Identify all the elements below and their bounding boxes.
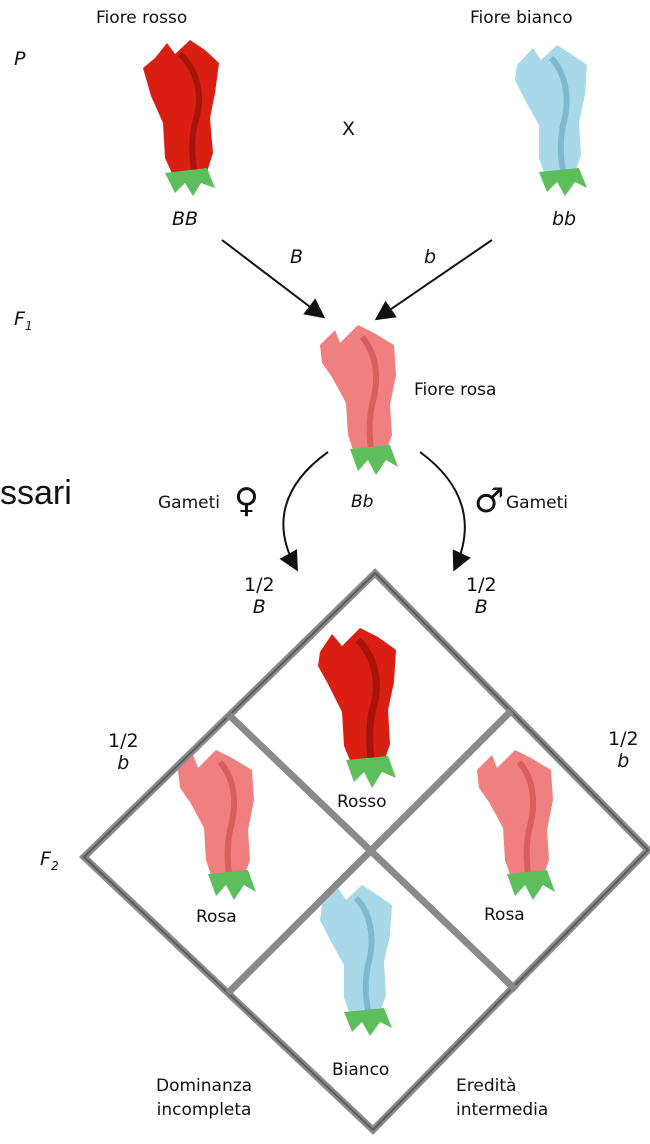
cell-right-label: Rosa [484,905,525,925]
f2-white-flower [320,885,392,1036]
generation-f1: F1 [14,308,33,333]
punnett-square [78,568,650,1135]
arrow-female-gametes [279,451,329,572]
male-symbol-icon: ♂ [474,481,505,521]
f1-genotype: Bb [351,492,374,512]
f1-flower-label: Fiore rosa [414,380,497,400]
arrow-male-gametes [419,451,471,572]
f2-red-flower [318,628,396,788]
arrow-red-to-f1 [221,239,326,319]
red-parent-flower [143,40,219,196]
f2-right-pink-flower [477,750,555,900]
side-text-fragment: ssari [0,474,72,512]
arrow-white-to-f1 [374,239,493,321]
red-flower-title: Fiore rosso [96,8,188,28]
cell-left-label: Rosa [196,907,237,927]
white-parent-flower [515,45,587,196]
generation-p: P [14,48,26,70]
red-genotype: BB [172,208,199,230]
female-symbol-icon: ♀ [234,481,259,521]
white-gamete-allele: b [424,246,437,268]
f1-pink-flower [320,325,398,475]
generation-f2: F2 [40,848,59,873]
cell-bottom-label: Bianco [332,1060,390,1080]
f2-left-pink-flower [178,750,256,900]
cell-top-label: Rosso [337,792,387,812]
white-flower-title: Fiore bianco [470,8,573,28]
male-gametes-label: Gameti [506,493,568,513]
white-genotype: bb [552,208,577,230]
red-gamete-allele: B [290,246,304,268]
cross-symbol: X [342,118,356,140]
female-gametes-label: Gameti [158,493,220,513]
